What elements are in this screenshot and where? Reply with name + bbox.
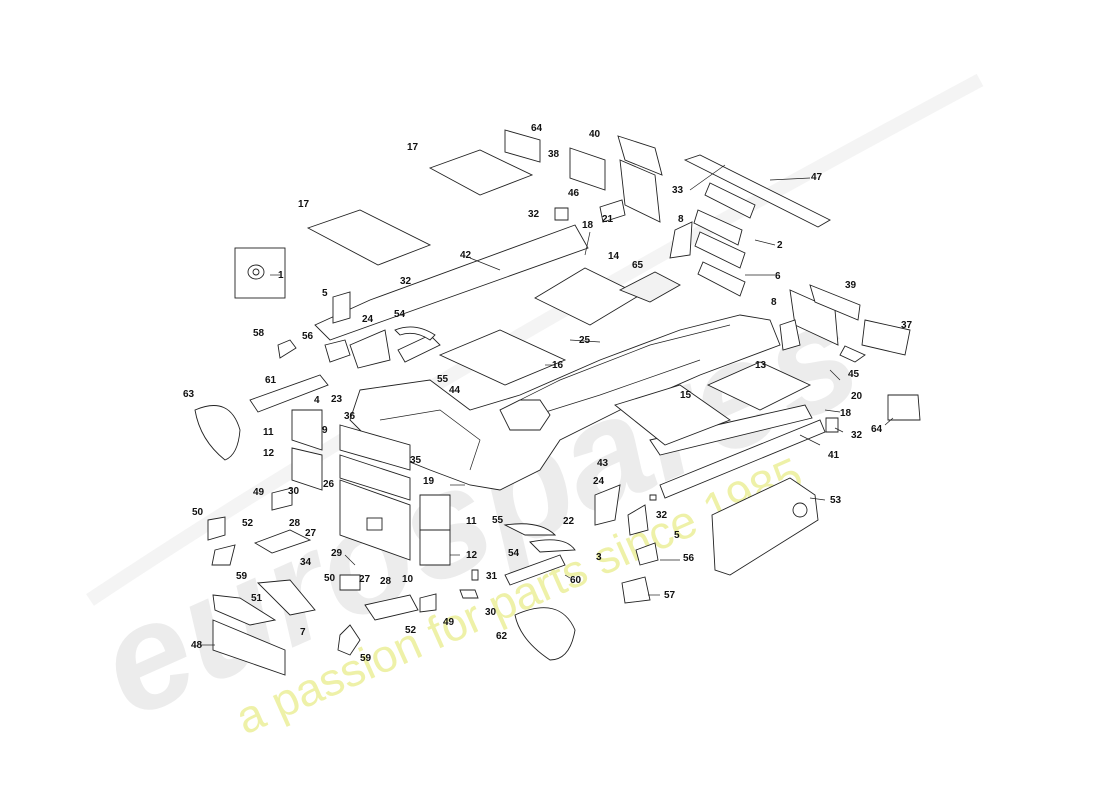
callout-28-upper: 28 xyxy=(289,518,301,529)
callout-18-upper: 18 xyxy=(582,220,594,231)
callout-7: 7 xyxy=(300,627,306,638)
callout-37: 37 xyxy=(901,320,913,331)
callout-40: 40 xyxy=(589,129,601,140)
callout-16: 16 xyxy=(552,360,564,371)
callout-41: 41 xyxy=(828,450,840,461)
callout-56-left: 56 xyxy=(302,331,314,342)
callout-50-lower: 50 xyxy=(324,573,336,584)
callout-1: 1 xyxy=(278,270,284,281)
callout-23: 23 xyxy=(331,394,343,405)
callout-labels: 1 2 3 4 5 5 6 7 8 8 9 10 11 11 12 12 13 … xyxy=(183,123,913,664)
callout-64-right: 64 xyxy=(871,424,883,435)
callout-61: 61 xyxy=(265,375,277,386)
callout-22: 22 xyxy=(563,516,575,527)
callout-8-right: 8 xyxy=(771,297,777,308)
callout-57: 57 xyxy=(664,590,676,601)
callout-13: 13 xyxy=(755,360,767,371)
callout-34: 34 xyxy=(300,557,312,568)
callout-55-lower: 55 xyxy=(492,515,504,526)
callout-49-upper: 49 xyxy=(253,487,265,498)
callout-59-upper: 59 xyxy=(236,571,248,582)
callout-52-lower: 52 xyxy=(405,625,417,636)
callout-4: 4 xyxy=(314,395,320,406)
callout-53: 53 xyxy=(830,495,842,506)
callout-38: 38 xyxy=(548,149,560,160)
callout-58: 58 xyxy=(253,328,265,339)
callout-39: 39 xyxy=(845,280,857,291)
callout-51: 51 xyxy=(251,593,263,604)
callout-46: 46 xyxy=(568,188,580,199)
left-parts xyxy=(194,291,451,676)
callout-28-lower: 28 xyxy=(380,576,392,587)
callout-21: 21 xyxy=(602,214,614,225)
callout-52-upper: 52 xyxy=(242,518,254,529)
callout-45: 45 xyxy=(848,369,860,380)
callout-11-lower: 11 xyxy=(466,516,477,527)
callout-26: 26 xyxy=(323,479,335,490)
leader-lines xyxy=(200,164,894,646)
callout-30-upper: 30 xyxy=(288,486,300,497)
callout-32-d: 32 xyxy=(656,510,668,521)
callout-54-upper: 54 xyxy=(394,309,406,320)
callout-44: 44 xyxy=(449,385,461,396)
callout-30-lower: 30 xyxy=(485,607,497,618)
callout-48: 48 xyxy=(191,640,203,651)
callout-18-right: 18 xyxy=(840,408,852,419)
callout-15: 15 xyxy=(680,390,692,401)
callout-31: 31 xyxy=(486,571,498,582)
callout-49-lower: 49 xyxy=(443,617,455,628)
callout-8-upper: 8 xyxy=(678,214,684,225)
callout-47: 47 xyxy=(811,172,823,183)
callout-43: 43 xyxy=(597,458,609,469)
callout-20: 20 xyxy=(851,391,863,402)
callout-65: 65 xyxy=(632,260,644,271)
callout-35: 35 xyxy=(410,455,422,466)
callout-27-upper: 27 xyxy=(305,528,317,539)
callout-32-c: 32 xyxy=(851,430,863,441)
panels xyxy=(306,129,921,576)
callout-17-upper: 17 xyxy=(407,142,419,153)
center-lower-parts xyxy=(394,326,659,661)
callout-24-upper: 24 xyxy=(362,314,374,325)
callout-12-upper: 12 xyxy=(263,448,275,459)
callout-56-right: 56 xyxy=(683,553,695,564)
callout-32-a: 32 xyxy=(400,276,412,287)
callout-5-right: 5 xyxy=(674,530,680,541)
callout-11-upper: 11 xyxy=(263,427,274,438)
callout-29: 29 xyxy=(331,548,343,559)
callout-6: 6 xyxy=(775,271,781,282)
callout-55-upper: 55 xyxy=(437,374,449,385)
callout-60: 60 xyxy=(570,575,582,586)
callout-12-lower: 12 xyxy=(466,550,478,561)
callout-19: 19 xyxy=(423,476,435,487)
callout-59-lower: 59 xyxy=(360,653,372,664)
callout-64-upper: 64 xyxy=(531,123,543,134)
callout-14: 14 xyxy=(608,251,620,262)
callout-50-upper: 50 xyxy=(192,507,204,518)
callout-24-lower: 24 xyxy=(593,476,605,487)
callout-54-lower: 54 xyxy=(508,548,520,559)
callout-25: 25 xyxy=(579,335,591,346)
callout-33: 33 xyxy=(672,185,684,196)
callout-36: 36 xyxy=(344,411,356,422)
callout-17-lower: 17 xyxy=(298,199,310,210)
callout-63: 63 xyxy=(183,389,195,400)
callout-62: 62 xyxy=(496,631,508,642)
callout-5-left: 5 xyxy=(322,288,328,299)
callout-10: 10 xyxy=(402,574,414,585)
callout-32-b: 32 xyxy=(528,209,540,220)
callout-9: 9 xyxy=(322,425,328,436)
callout-3: 3 xyxy=(596,552,602,563)
callout-2: 2 xyxy=(777,240,783,251)
main-floor-tunnel xyxy=(349,314,781,491)
part-1-grommet xyxy=(234,247,286,299)
callout-27-lower: 27 xyxy=(359,574,371,585)
callout-42: 42 xyxy=(460,250,472,261)
